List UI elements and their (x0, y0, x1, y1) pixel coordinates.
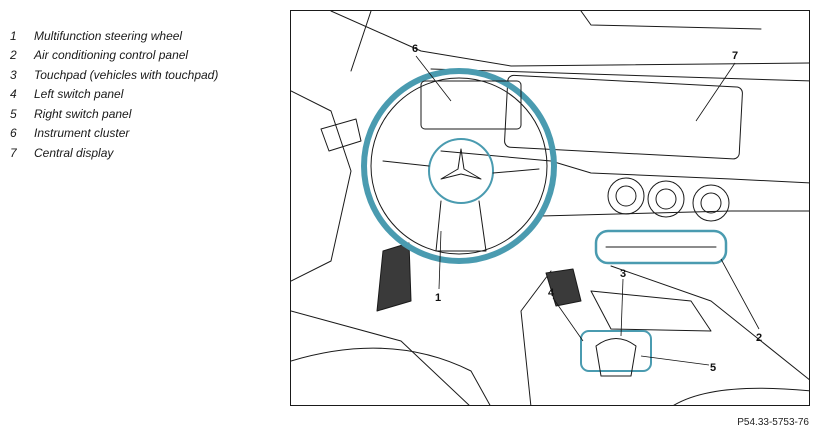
legend-label: Touchpad (vehicles with touchpad) (34, 67, 219, 82)
seat-left (291, 347, 491, 405)
legend-item: 6 Instrument cluster (10, 124, 280, 144)
console-tray (590, 290, 712, 332)
legend-label: Central display (34, 145, 114, 160)
callout-2: 2 (756, 332, 762, 344)
callout-4: 4 (548, 287, 555, 299)
door-handle (320, 118, 362, 152)
cockpit-illustration: 6 7 1 2 3 4 5 (290, 10, 810, 406)
a-pillar (350, 11, 372, 72)
air-vent (607, 177, 645, 215)
steering-wheel-hub (428, 138, 494, 204)
legend-number: 7 (10, 145, 17, 160)
air-vent (655, 188, 677, 210)
legend-item: 2 Air conditioning control panel (10, 46, 280, 66)
touchpad (595, 338, 637, 377)
instrument-cluster (420, 80, 522, 130)
callout-3: 3 (620, 268, 626, 280)
legend-list: 1 Multifunction steering wheel 2 Air condi… (10, 26, 280, 163)
legend-item: 3 Touchpad (vehicles with touchpad) (10, 65, 280, 85)
center-console (520, 270, 552, 405)
figure-reference: P54.33-5753-76 (737, 417, 809, 428)
legend-number: 4 (10, 87, 17, 102)
callout-5: 5 (710, 362, 716, 374)
callout-7: 7 (732, 50, 738, 62)
legend-number: 3 (10, 67, 17, 82)
climate-panel (594, 229, 728, 265)
callout-6: 6 (412, 43, 418, 55)
legend-label: Air conditioning control panel (34, 48, 189, 63)
touchpad-area (580, 330, 652, 372)
legend-label: Instrument cluster (34, 126, 130, 141)
steering-wheel-rim (361, 68, 557, 264)
roof-curve (580, 11, 762, 30)
legend-number: 6 (10, 126, 17, 141)
steering-star (440, 148, 482, 180)
wheel-spoke-right (492, 168, 540, 174)
dashboard-lower (540, 210, 809, 217)
legend-number: 5 (10, 106, 17, 121)
dashboard-top (430, 68, 809, 82)
legend-label: Multifunction steering wheel (34, 28, 183, 43)
windshield-line (330, 11, 809, 67)
cockpit-drawing: 6 7 1 2 3 4 5 (291, 11, 809, 405)
air-vent (700, 192, 722, 214)
legend-item: 1 Multifunction steering wheel (10, 26, 280, 46)
air-vent (692, 184, 730, 222)
legend-item: 5 Right switch panel (10, 104, 280, 124)
callout-1: 1 (435, 292, 441, 304)
legend-number: 2 (10, 48, 17, 63)
legend-item: 7 Central display (10, 143, 280, 163)
seat-right (673, 387, 809, 405)
wheel-spoke-left (382, 160, 430, 167)
legend-label: Right switch panel (34, 106, 132, 121)
air-vent (647, 180, 685, 218)
legend-number: 1 (10, 28, 17, 43)
dashboard-mid (440, 150, 809, 184)
door-lower (291, 310, 470, 405)
air-vent (615, 185, 637, 207)
door-edge (291, 90, 352, 282)
central-display (504, 74, 743, 160)
legend-item: 4 Left switch panel (10, 85, 280, 105)
console-right (610, 265, 809, 381)
legend-label: Left switch panel (34, 87, 124, 102)
wheel-spoke-bottom (435, 200, 487, 252)
door-speaker (376, 242, 412, 312)
pedal (545, 268, 582, 307)
